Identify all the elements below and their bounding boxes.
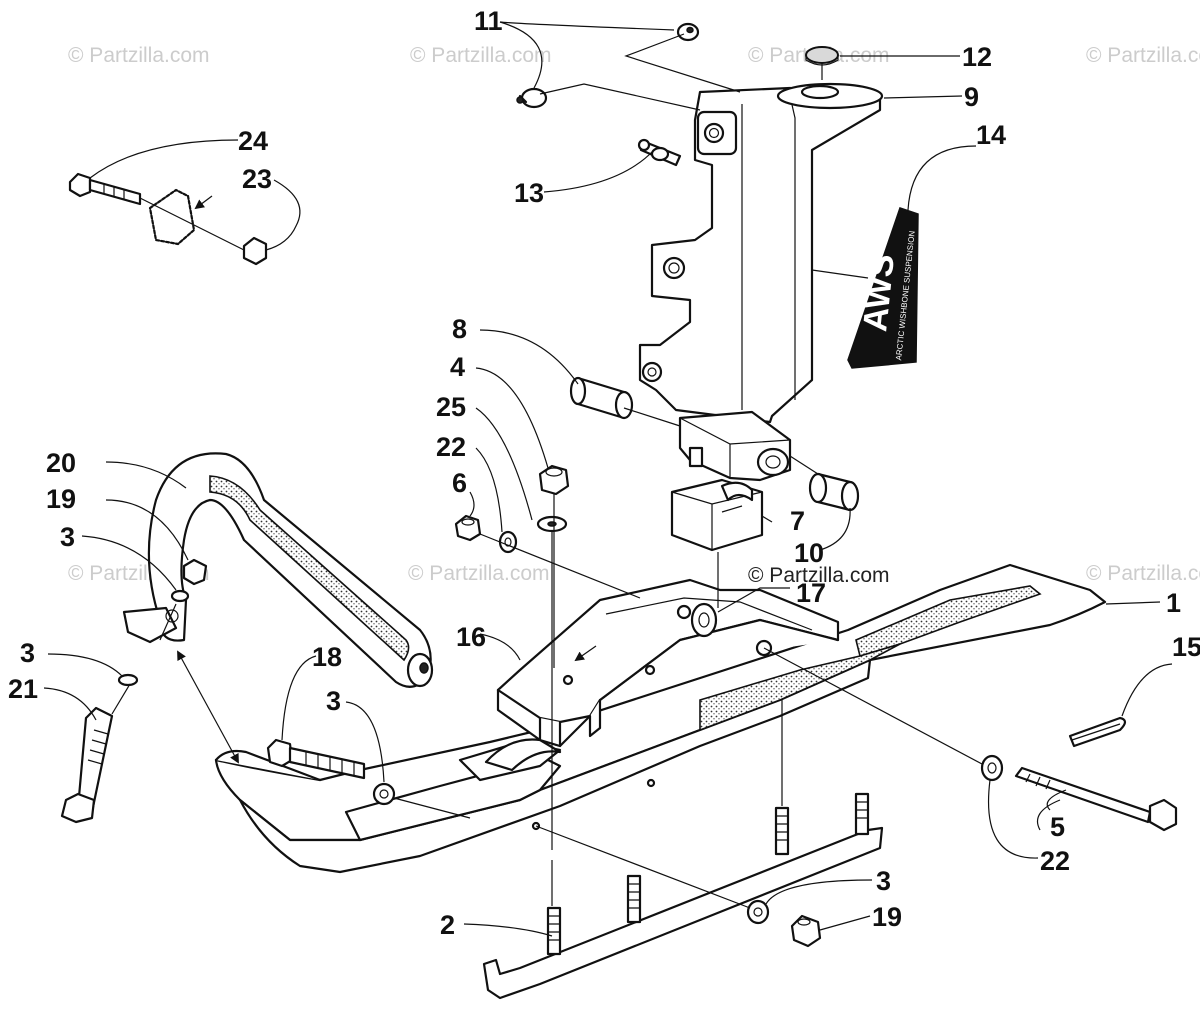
washer-part-25 xyxy=(536,515,568,533)
bolt-part-5 xyxy=(1014,766,1178,832)
callout-19: 19 xyxy=(46,484,76,514)
decal-part-14: AWS ARCTIC WISHBONE SUSPENSION xyxy=(847,207,919,369)
washer-part-17 xyxy=(690,602,718,638)
washer-part-3-lower xyxy=(117,673,139,687)
bushing-part-8 xyxy=(569,376,634,420)
ski-shim-detail xyxy=(148,188,213,246)
callout-3: 3 xyxy=(326,686,341,716)
decal-logo: AWS xyxy=(856,252,902,333)
callout-14: 14 xyxy=(976,120,1006,150)
watermark: © Partzilla.com xyxy=(68,44,210,67)
bushing-part-10 xyxy=(808,472,860,512)
ski-part-1 xyxy=(214,563,1107,874)
callout-25: 25 xyxy=(436,392,466,422)
callout-12: 12 xyxy=(962,42,992,72)
nut-part-11-left xyxy=(516,87,548,109)
handle-to-ski-arrow xyxy=(177,650,239,764)
callout-16: 16 xyxy=(456,622,486,652)
callout-10: 10 xyxy=(794,538,824,568)
callout-5: 5 xyxy=(1050,812,1065,842)
bolt-part-21 xyxy=(60,706,114,824)
watermark: © Partzilla.com xyxy=(408,562,550,585)
callout-13: 13 xyxy=(514,178,544,208)
nut-part-4 xyxy=(538,464,570,496)
callout-15: 15 xyxy=(1172,632,1200,662)
washer-part-22 xyxy=(498,530,518,554)
callout-4: 4 xyxy=(450,352,465,382)
callout-9: 9 xyxy=(964,82,979,112)
nut-part-23 xyxy=(242,236,268,266)
ski-handle-part-20 xyxy=(122,452,434,688)
wear-bar-part-2 xyxy=(482,792,884,1000)
callout-21: 21 xyxy=(8,674,38,704)
callout-20: 20 xyxy=(46,448,76,478)
grease-fitting-part-13 xyxy=(637,138,682,167)
watermark: © Partzilla.com xyxy=(1086,44,1200,67)
callout-17: 17 xyxy=(796,578,826,608)
cotter-pin-part-15 xyxy=(1068,716,1127,748)
spindle-part-9 xyxy=(638,82,884,482)
nut-part-19-handle xyxy=(182,558,208,586)
callout-11: 11 xyxy=(474,6,503,36)
bolt-part-24 xyxy=(68,172,142,206)
callout-7: 7 xyxy=(790,506,805,536)
callout-3: 3 xyxy=(876,866,891,896)
callout-6: 6 xyxy=(452,468,467,498)
bumper-part-7 xyxy=(670,478,764,552)
callout-3: 3 xyxy=(20,638,35,668)
watermark: © Partzilla.com xyxy=(410,44,552,67)
nut-part-6 xyxy=(454,514,482,542)
washer-part-22-bolt5 xyxy=(980,754,1004,782)
callout-23: 23 xyxy=(242,164,272,194)
callout-8: 8 xyxy=(452,314,467,344)
callout-22: 22 xyxy=(1040,846,1070,876)
washer-part-3-bottom xyxy=(746,899,770,925)
washer-part-3-handle xyxy=(170,589,190,603)
callout-24: 24 xyxy=(238,126,268,156)
nut-part-11-top xyxy=(676,22,700,42)
callout-22: 22 xyxy=(436,432,466,462)
washer-part-3-bolt18 xyxy=(372,782,396,806)
bolt-part-18 xyxy=(266,738,366,780)
callout-1: 1 xyxy=(1166,588,1181,618)
watermark: © Partzilla.com xyxy=(748,564,890,587)
callout-3: 3 xyxy=(60,522,75,552)
watermarks: © Partzilla.com © Partzilla.com © Partzi… xyxy=(68,44,1200,587)
callout-19: 19 xyxy=(872,902,902,932)
callout-2: 2 xyxy=(440,910,455,940)
callout-18: 18 xyxy=(312,642,342,672)
leader-lines xyxy=(43,21,1173,937)
nut-part-19-bottom xyxy=(790,914,822,948)
saddle-part-16 xyxy=(496,578,840,748)
cap-part-12 xyxy=(805,46,839,66)
watermark: © Partzilla.com xyxy=(1086,562,1200,585)
callout-labels: 11 12 9 14 13 24 23 8 4 25 22 6 7 10 17 … xyxy=(8,6,1200,940)
